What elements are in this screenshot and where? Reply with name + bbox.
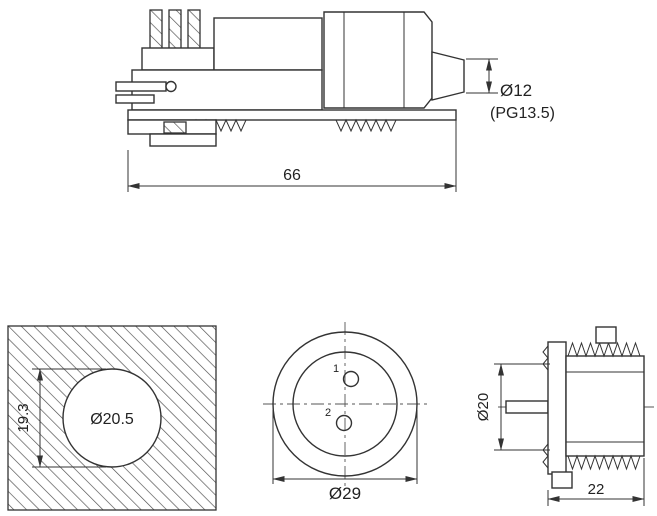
thread-pg135-label: (PG13.5) xyxy=(490,105,555,122)
rear-insulator xyxy=(141,47,215,71)
side-assembly-view: 66 Ø12 (PG13.5) xyxy=(115,9,555,192)
flat-height-label: 19.3 xyxy=(15,403,32,432)
socket-pin xyxy=(505,400,549,414)
solder-contact-1 xyxy=(149,9,163,51)
contact-pin-b xyxy=(115,94,155,104)
cutout-hole xyxy=(62,368,162,468)
thread-profile-top xyxy=(567,341,641,358)
panel-cutout-view: Ø20.5 19.3 xyxy=(7,325,217,511)
keying-tab-top xyxy=(595,326,617,344)
hole-diameter-label: Ø20.5 xyxy=(90,411,134,428)
gland-nut xyxy=(323,11,433,109)
upper-housing xyxy=(213,17,323,71)
face-diameter-label: Ø29 xyxy=(329,484,361,503)
pin-1-circle xyxy=(342,370,360,388)
socket-length-label: 22 xyxy=(588,481,605,498)
length-66-label: 66 xyxy=(283,167,301,184)
insert-circle xyxy=(292,351,398,457)
diameter-12-label: Ø12 xyxy=(500,81,532,100)
flange-plate xyxy=(127,109,457,121)
pin-2-circle xyxy=(335,414,353,432)
pin-1-label: 1 xyxy=(333,363,339,375)
contact-ball xyxy=(165,80,177,93)
solder-contact-3 xyxy=(187,9,201,51)
solder-contact-2 xyxy=(168,9,182,51)
thread-profile-bottom xyxy=(567,454,641,471)
step-bracket-lower xyxy=(149,133,217,147)
pin-2-label: 2 xyxy=(325,407,331,419)
panel-section xyxy=(163,121,187,134)
cable-diameter-dimension: Ø12 (PG13.5) xyxy=(466,58,555,122)
socket-length-dimension: 22 xyxy=(547,458,645,506)
face-diameter-dimension: Ø29 xyxy=(272,410,418,503)
flange-serration-bottom xyxy=(542,443,549,469)
keying-tab-bottom xyxy=(551,471,573,489)
cable-exit xyxy=(431,51,465,101)
length-dimension: 66 xyxy=(127,120,457,192)
contact-pin-a xyxy=(115,81,167,92)
serrated-teeth-right xyxy=(335,118,397,133)
flange-serration-top xyxy=(542,345,549,371)
socket-flange xyxy=(547,341,567,475)
socket-diameter-label: Ø20 xyxy=(475,393,492,421)
socket-body xyxy=(565,355,645,457)
socket-side-view: Ø20 22 xyxy=(475,326,654,506)
face-view: 1 2 Ø29 xyxy=(263,322,427,503)
socket-diameter-dimension: Ø20 xyxy=(475,363,550,451)
flat-height-dimension: 19.3 xyxy=(15,368,106,468)
